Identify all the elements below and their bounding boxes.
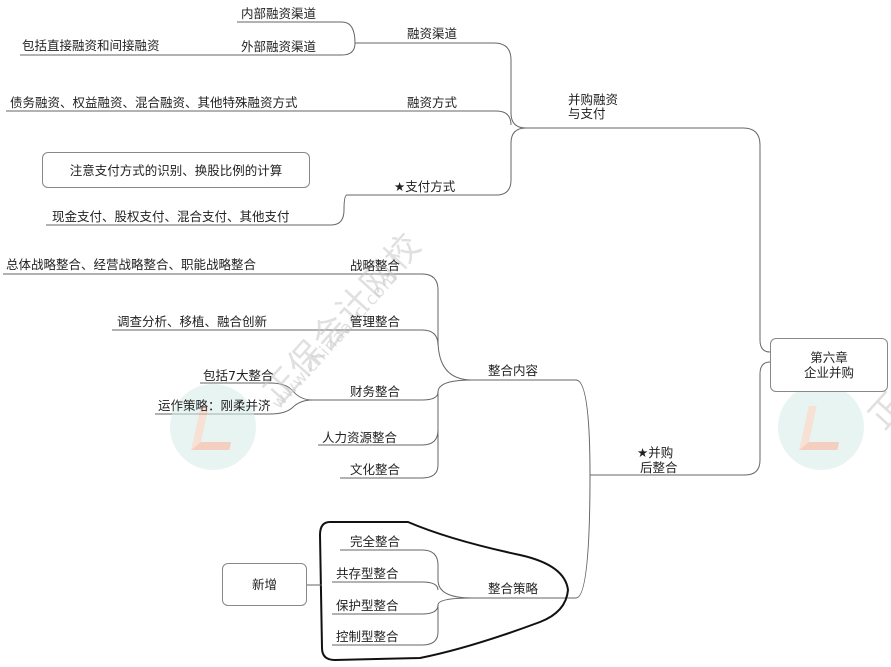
connector-root-to-branch-b (590, 361, 771, 476)
node-payment-methods[interactable]: ★支付方式 (394, 179, 456, 194)
connector-content-culture (340, 430, 439, 479)
node-strategy-integration[interactable]: 战略整合 (350, 258, 401, 273)
connector-financial-fork-bottom (155, 399, 313, 415)
connector-policy-full (340, 549, 473, 599)
connector-to-financing-methods (302, 110, 512, 126)
node-strategy-detail[interactable]: 总体战略整合、经营战略整合、职能战略整合 (6, 257, 257, 272)
branch-b-label-line1[interactable]: ★并购 (637, 445, 674, 460)
node-culture-integration[interactable]: 文化整合 (350, 462, 401, 477)
node-financial-detail-1[interactable]: 包括7大整合 (203, 368, 274, 383)
node-hr-integration[interactable]: 人力资源整合 (322, 430, 398, 445)
node-financing-methods-detail[interactable]: 债务融资、权益融资、混合融资、其他特殊融资方式 (10, 95, 298, 110)
new-tag-box[interactable]: 新增 (222, 563, 307, 606)
node-payment-detail[interactable]: 现金支付、股权支付、混合支付、其他支付 (52, 209, 290, 224)
node-external-channel-note[interactable]: 包括直接融资和间接融资 (22, 38, 160, 53)
new-tag-text: 新增 (251, 577, 277, 592)
root-node[interactable]: 第六章 企业并购 (770, 338, 888, 392)
connector-payment-detail (46, 194, 348, 226)
root-line1: 第六章 (810, 350, 848, 365)
payment-note-text: 注意支付方式的识别、换股比例的计算 (69, 162, 283, 178)
connector-content-management (340, 329, 439, 346)
node-financial-integration[interactable]: 财务整合 (350, 384, 401, 399)
connector-channels-fork-bottom (237, 42, 356, 56)
connector-branch-b-to-content (472, 379, 591, 476)
branch-a-label-line1[interactable]: 并购融资 (568, 92, 619, 107)
node-internal-channel[interactable]: 内部融资渠道 (241, 6, 317, 21)
connector-policy-coexist (332, 581, 439, 591)
node-financing-methods[interactable]: 融资方式 (407, 95, 458, 110)
node-financial-detail-2[interactable]: 运作策略：刚柔并济 (158, 398, 271, 413)
node-full-integration[interactable]: 完全整合 (350, 534, 401, 549)
branch-a-label-line2[interactable]: 与支付 (568, 106, 606, 121)
node-coexist-integration[interactable]: 共存型整合 (336, 566, 399, 581)
connector-policy-control (332, 605, 439, 646)
node-integration-content[interactable]: 整合内容 (488, 363, 539, 378)
node-financing-channels[interactable]: 融资渠道 (407, 26, 458, 41)
connector-to-payment-methods (347, 127, 527, 196)
connector-channels-fork-top (237, 21, 356, 44)
root-line2: 企业并购 (803, 365, 854, 380)
node-integration-strategy[interactable]: 整合策略 (488, 581, 539, 596)
node-management-integration[interactable]: 管理整合 (350, 314, 401, 329)
connector-root-to-branch-a (526, 127, 771, 353)
connector-financial-fork-top (200, 382, 313, 401)
connector-content-strategy (340, 273, 473, 381)
payment-note-box[interactable]: 注意支付方式的识别、换股比例的计算 (42, 152, 310, 188)
connector-branch-a-hub (355, 42, 527, 129)
branch-b-label-line2[interactable]: 后整合 (640, 460, 678, 475)
new-group-outline (318, 521, 570, 662)
node-external-channel[interactable]: 外部融资渠道 (241, 39, 317, 54)
connector-branch-b-to-policy (472, 474, 591, 599)
node-management-detail[interactable]: 调查分析、移植、融合创新 (117, 314, 268, 329)
node-control-integration[interactable]: 控制型整合 (336, 629, 399, 644)
node-protect-integration[interactable]: 保护型整合 (336, 598, 399, 613)
